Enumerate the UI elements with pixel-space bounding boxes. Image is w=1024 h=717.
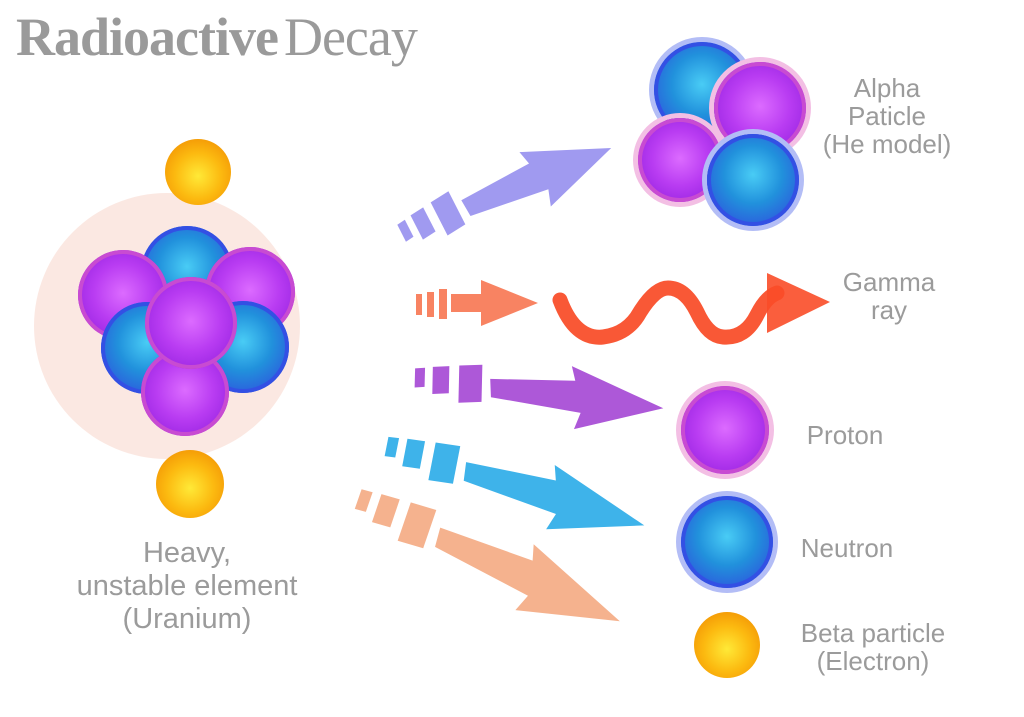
label-line: Heavy, [142, 537, 232, 569]
neutron-label: Neutron [747, 534, 947, 562]
gamma-wave [552, 273, 830, 345]
alpha-label: Alpha Paticle (He model) [787, 74, 987, 158]
electron-bottom-sphere [156, 450, 224, 518]
neutron-sphere [681, 496, 773, 588]
label-line: ray [870, 295, 908, 325]
gamma-arrow [416, 280, 538, 326]
beta-label: Beta particle (Electron) [753, 619, 993, 675]
title-word-decay: Decay [283, 7, 418, 67]
gamma-arrowhead [767, 273, 830, 333]
label-line: Neutron [800, 533, 894, 563]
title-word-radioactive: Radioactive [16, 7, 279, 67]
proton-sphere [681, 386, 769, 474]
label-line: (He model) [822, 129, 952, 159]
electron-top-sphere [165, 139, 231, 205]
gamma-label: Gamma ray [789, 268, 989, 324]
alpha-arrow [397, 148, 612, 242]
nucleus-proton-center [145, 277, 237, 369]
label-line: (Electron) [816, 646, 930, 676]
label-line: unstable element [76, 570, 298, 602]
label-line: Beta particle [800, 618, 946, 648]
uranium-label: Heavy, unstable element (Uranium) [37, 537, 337, 636]
proton-arrow [414, 364, 664, 430]
beta-sphere [694, 612, 760, 678]
neutron-arrow [384, 436, 645, 530]
label-line: Proton [806, 420, 884, 450]
alpha-neutron-bottom-right [707, 134, 799, 226]
proton-label: Proton [745, 421, 945, 449]
label-line: (Uranium) [122, 603, 252, 635]
label-line: Gamma [842, 267, 936, 297]
label-line: Alpha [853, 73, 921, 103]
beta-arrow [354, 489, 620, 622]
label-line: Paticle [847, 101, 927, 131]
